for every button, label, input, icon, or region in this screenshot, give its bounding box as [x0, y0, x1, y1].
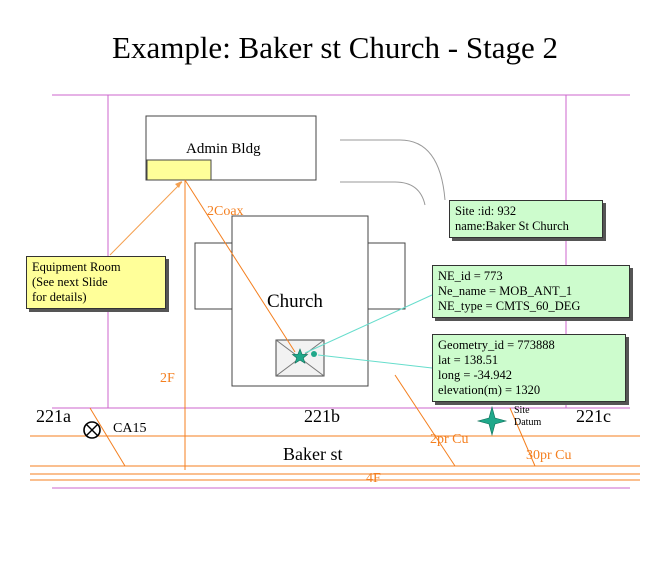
note-line: Site :id: 932: [455, 204, 517, 218]
lot-b-label: 221b: [304, 406, 340, 426]
driveway-path-lower: [340, 181, 426, 206]
note-line: Equipment Room: [32, 260, 121, 274]
church-wing-left: [194, 242, 233, 310]
lot-a-label: 221a: [36, 406, 71, 426]
street-label: Baker st: [283, 444, 343, 464]
church-label: Church: [267, 291, 323, 312]
site-datum-line: Datum: [514, 417, 542, 428]
site-note: Site :id: 932 name:Baker St Church: [449, 200, 603, 238]
cable-30pr-label: 30pr Cu: [526, 448, 572, 463]
manhole-label: CA15: [113, 421, 147, 436]
cable-branch-c: [509, 407, 536, 467]
cable-2coax: [184, 179, 296, 353]
ne-note: NE_id = 773 Ne_name = MOB_ANT_1 NE_type …: [432, 265, 630, 318]
teal-leaders: [304, 294, 433, 369]
cable-branch-a: [89, 407, 126, 467]
driveway-paths: [340, 139, 446, 206]
note-line: elevation(m) = 1320: [438, 383, 541, 397]
note-line: for details): [32, 290, 87, 304]
admin-building-label: Admin Bldg: [186, 141, 261, 157]
note-line: Ne_name = MOB_ANT_1: [438, 284, 573, 298]
lot-c-label: 221c: [576, 406, 611, 426]
cable-2pr-branch: [394, 374, 456, 467]
cable-2pr-label: 2pr Cu: [430, 432, 469, 447]
site-datum-label: Site Datum: [514, 405, 541, 429]
note-line: (See next Slide: [32, 275, 108, 289]
coax-label: 2Coax: [207, 204, 244, 219]
leader-dot: [311, 351, 317, 357]
site-datum-line: Site: [514, 405, 530, 416]
geometry-note: Geometry_id = 773888 lat = 138.51 long =…: [432, 334, 626, 402]
crosshair-star-icon: [476, 405, 508, 437]
page-title: Example: Baker st Church - Stage 2: [112, 30, 558, 65]
note-line: NE_type = CMTS_60_DEG: [438, 299, 581, 313]
admin-building: [145, 115, 317, 181]
cable-lines: [30, 179, 640, 481]
note-line: Geometry_id = 773888: [438, 338, 555, 352]
equipment-room-box: [146, 159, 212, 181]
parcel-lines: [52, 94, 630, 489]
four-f-label: 4F: [366, 471, 381, 486]
church-wing-right: [367, 242, 406, 310]
equipment-room-arrowhead: [175, 181, 182, 188]
note-line: long = -34.942: [438, 368, 513, 382]
equipment-room-leader: [109, 181, 183, 256]
driveway-path-upper: [340, 139, 446, 201]
star-icon: [291, 348, 309, 364]
equipment-room-note: Equipment Room (See next Slide for detai…: [26, 256, 166, 309]
geometry-leader: [317, 354, 433, 369]
ne-leader: [304, 294, 433, 354]
note-line: name:Baker St Church: [455, 219, 569, 233]
note-line: NE_id = 773: [438, 269, 503, 283]
note-line: lat = 138.51: [438, 353, 499, 367]
two-f-label: 2F: [160, 371, 175, 386]
circle-cross-icon: [83, 421, 101, 439]
